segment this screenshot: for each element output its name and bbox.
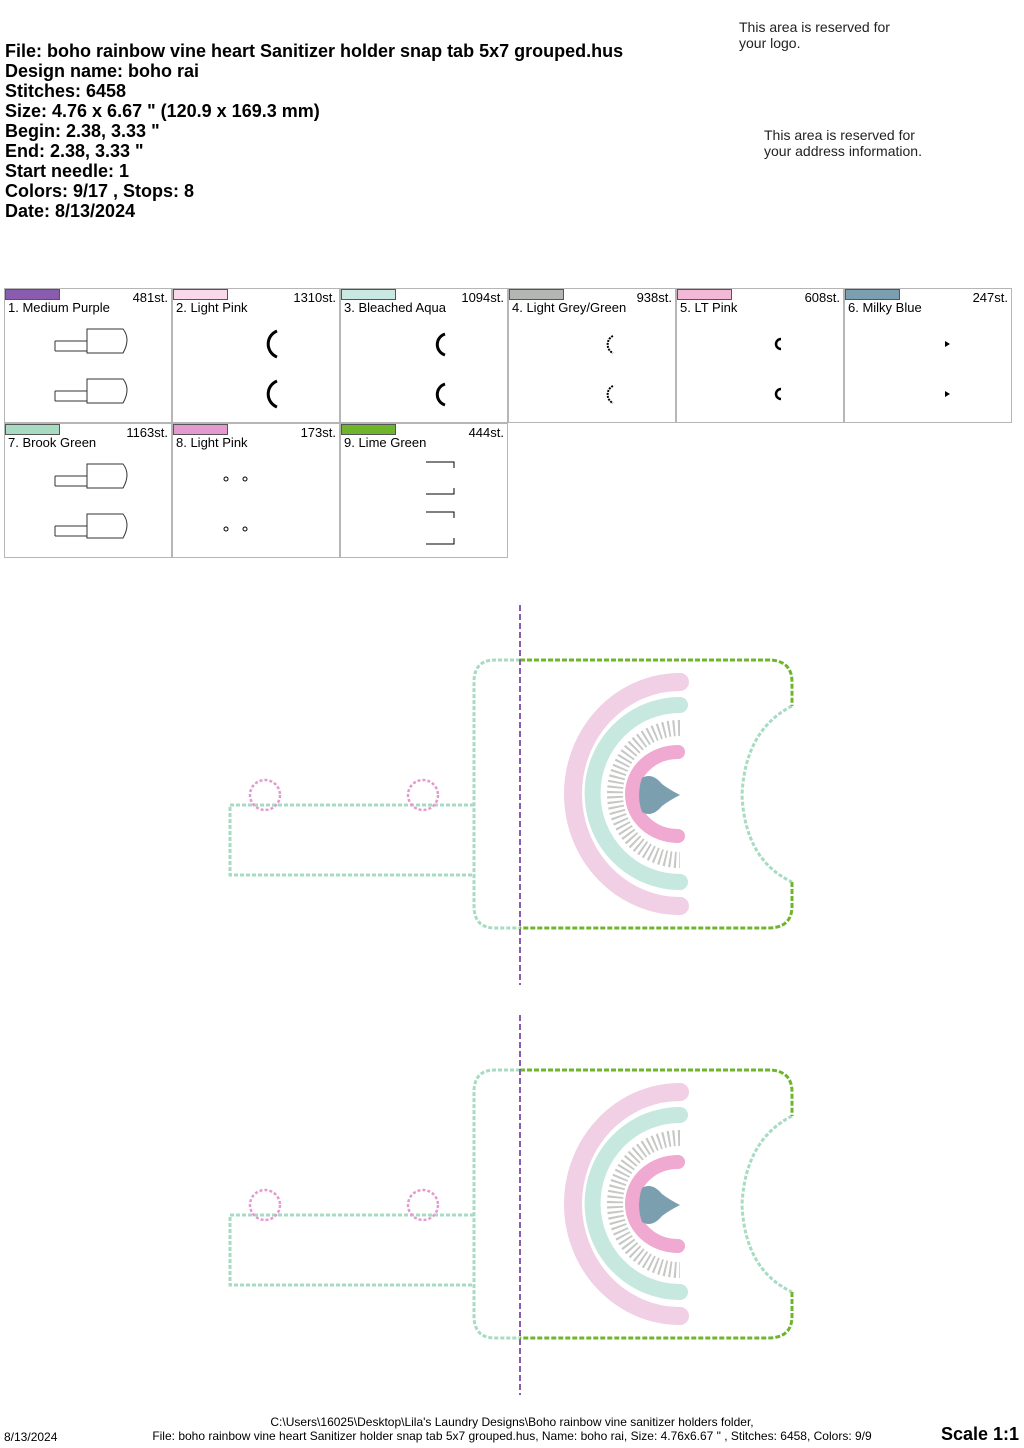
sanitizer-holder-top: [230, 605, 792, 985]
logo-placeholder-note: This area is reserved for your logo.: [739, 19, 890, 51]
thread-name: 5. LT Pink: [680, 300, 738, 315]
stitch-count: 173st.: [300, 425, 336, 440]
thread-name: 2. Light Pink: [176, 300, 248, 315]
footer-summary: File: boho rainbow vine heart Sanitizer …: [152, 1429, 872, 1443]
arc-medium-icon: [435, 332, 446, 407]
color-swatch: [509, 289, 564, 300]
color-swatch: [5, 289, 60, 300]
thread-name: 6. Milky Blue: [848, 300, 922, 315]
color-swatch: [341, 424, 396, 435]
heart-dot-icon: [945, 341, 950, 397]
color-stop-7: 1163st. 7. Brook Green: [4, 423, 172, 558]
color-swatch: [173, 424, 228, 435]
stitch-count: 1094st.: [461, 290, 504, 305]
stitch-count: 247st.: [972, 290, 1008, 305]
file-name: File: boho rainbow vine heart Sanitizer …: [5, 41, 624, 61]
address-placeholder-note: This area is reserved for your address i…: [764, 127, 922, 159]
color-stop-6: 247st. 6. Milky Blue: [844, 288, 1012, 423]
footer-info: C:\Users\16025\Desktop\Lila's Laundry De…: [0, 1415, 1024, 1443]
thread-name: 4. Light Grey/Green: [512, 300, 627, 315]
edge-lines-icon: [426, 461, 455, 545]
scale-label: Scale 1:1: [940, 1424, 1019, 1444]
thread-name: 9. Lime Green: [344, 435, 427, 450]
color-stop-3: 1094st. 3. Bleached Aqua: [340, 288, 508, 423]
snap-circles-icon: [223, 476, 248, 532]
color-stop-2: 1310st. 2. Light Pink: [172, 288, 340, 423]
footer-date: 8/13/2024: [4, 1430, 58, 1444]
color-swatch: [341, 289, 396, 300]
design-date: Date: 8/13/2024: [5, 201, 136, 221]
color-swatch: [5, 424, 60, 435]
sanitizer-holder-bottom: [230, 1015, 792, 1395]
footer-folder-path: C:\Users\16025\Desktop\Lila's Laundry De…: [270, 1415, 754, 1429]
end-point: End: 2.38, 3.33 ": [5, 141, 144, 161]
stitch-count: 608st.: [804, 290, 840, 305]
design-info: File: boho rainbow vine heart Sanitizer …: [5, 41, 623, 221]
stitch-count: 481st.: [132, 290, 168, 305]
arc-large-icon: [266, 329, 278, 409]
colors-stops: Colors: 9/17 , Stops: 8: [5, 181, 195, 201]
thread-name: 8. Light Pink: [176, 435, 248, 450]
design-preview: [0, 590, 1024, 1400]
thread-name: 7. Brook Green: [8, 435, 97, 450]
begin-point: Begin: 2.38, 3.33 ": [5, 121, 160, 141]
stitch-count: 444st.: [468, 425, 504, 440]
design-size: Size: 4.76 x 6.67 " (120.9 x 169.3 mm): [5, 101, 320, 121]
stitch-count: Stitches: 6458: [5, 81, 127, 101]
thread-name: 1. Medium Purple: [8, 300, 110, 315]
arc-small-icon: [774, 337, 782, 401]
color-stop-4: 938st. 4. Light Grey/Green: [508, 288, 676, 423]
vine-icon: [606, 335, 614, 404]
start-needle: Start needle: 1: [5, 161, 130, 181]
color-stop-1: 481st. 1. Medium Purple: [4, 288, 172, 423]
stitch-count: 938st.: [636, 290, 672, 305]
color-swatch: [845, 289, 900, 300]
color-stop-grid: 481st. 1. Medium Purple 1310st. 2. Light Pi…: [4, 288, 1013, 558]
stitch-count: 1310st.: [293, 290, 336, 305]
thread-name: 3. Bleached Aqua: [344, 300, 446, 315]
color-stop-8: 173st. 8. Light Pink: [172, 423, 340, 558]
color-swatch: [677, 289, 732, 300]
outline-shape-icon: [54, 463, 128, 539]
design-name: Design name: boho rai: [5, 61, 200, 81]
color-stop-9: 444st. 9. Lime Green: [340, 423, 508, 558]
outline-shape-icon: [54, 328, 128, 404]
stitch-count: 1163st.: [126, 425, 168, 440]
color-stop-5: 608st. 5. LT Pink: [676, 288, 844, 423]
color-swatch: [173, 289, 228, 300]
